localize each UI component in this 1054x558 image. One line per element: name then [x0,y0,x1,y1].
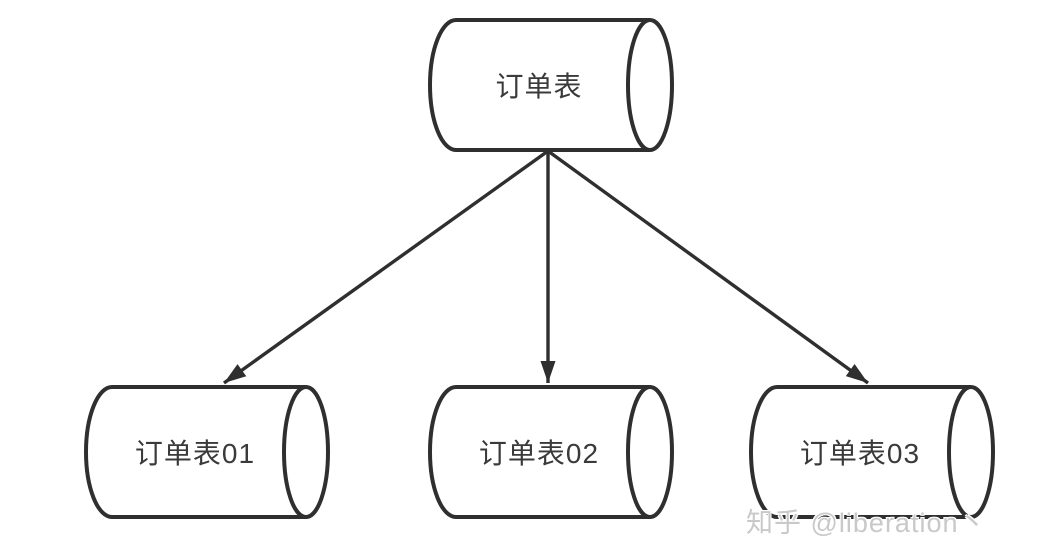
arrow-root-to-shard1 [223,149,549,385]
node-label-root: 订单表 [495,71,583,102]
node-order-table-01: 订单表01 [84,385,330,519]
cylinder-shape [428,18,674,152]
cylinder-shape [84,385,330,519]
watermark: 知乎 @liberation丶 [746,508,987,538]
node-order-table-03: 订单表03 [749,385,995,519]
node-order-table-root: 订单表 [428,18,674,152]
node-label-shard1: 订单表01 [134,438,256,469]
cylinder-shape [428,385,674,519]
node-order-table-02: 订单表02 [428,385,674,519]
arrow-root-to-shard3 [547,149,869,385]
node-label-shard2: 订单表02 [478,438,600,469]
cylinder-shape [749,385,995,519]
node-label-shard3: 订单表03 [799,438,921,469]
